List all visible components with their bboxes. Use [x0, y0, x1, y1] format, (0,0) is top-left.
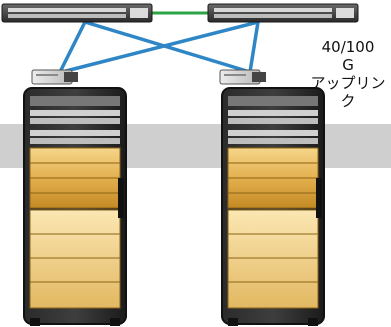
server-rack-left: [23, 87, 127, 326]
uplink-label-line2: ク: [340, 92, 356, 110]
server-rack-right: [221, 87, 325, 326]
uplink-speed-label: 40/100 G アップリン ク: [305, 38, 391, 110]
spine-switch-right: [207, 3, 359, 23]
transceiver-left: [31, 69, 78, 85]
uplink-speed-text: 40/100: [321, 38, 375, 56]
uplink-speed-unit: G: [342, 56, 354, 74]
spine-switch-left: [1, 3, 153, 23]
uplink-cables: [58, 20, 260, 74]
transceiver-right: [219, 69, 266, 85]
uplink-label-line1: アップリン: [310, 74, 386, 92]
